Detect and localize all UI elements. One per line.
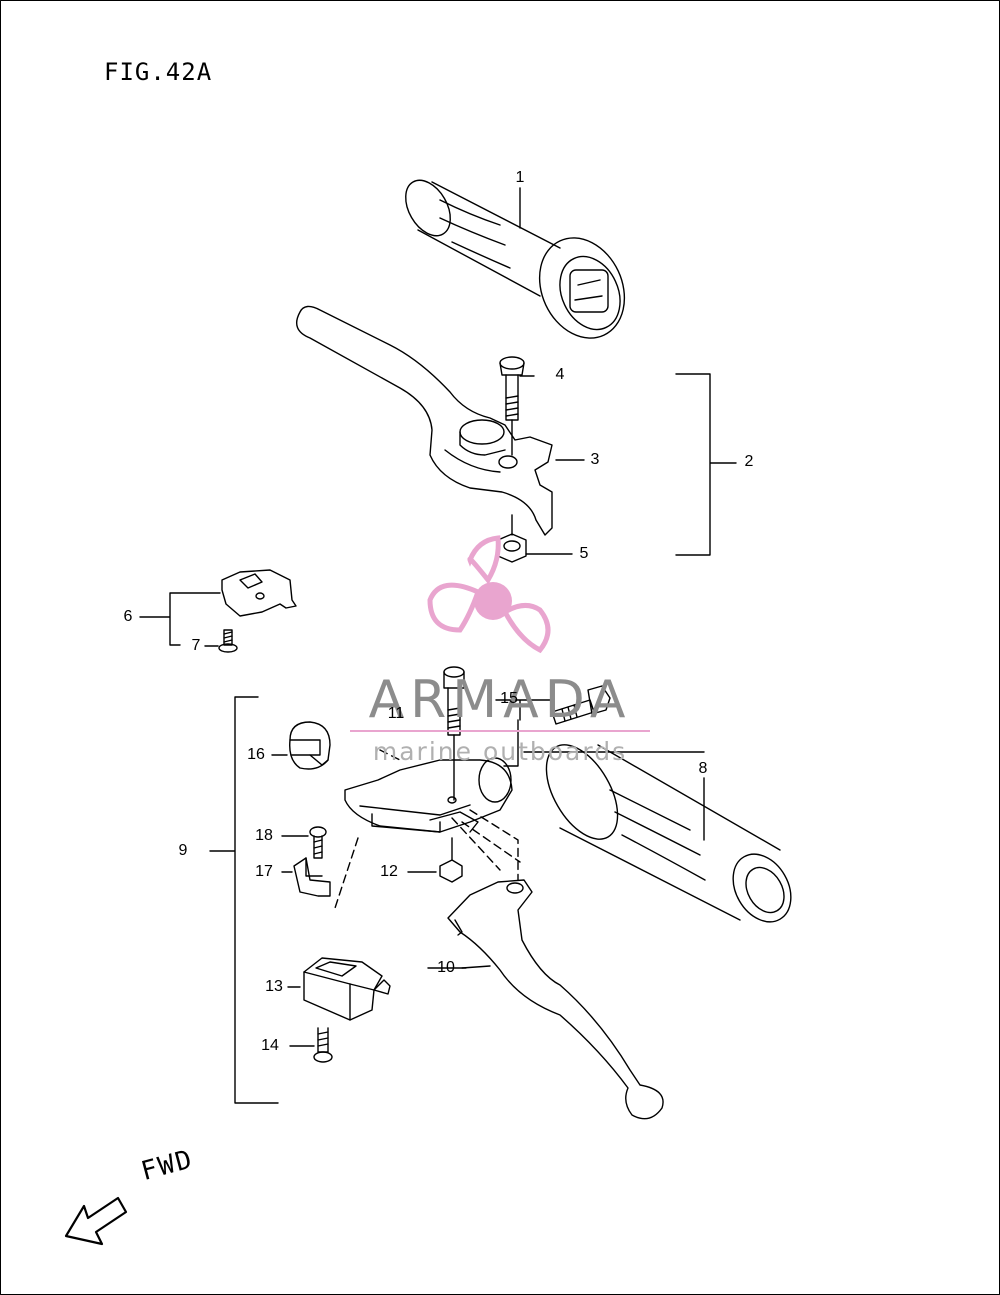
- callout-16: 16: [247, 746, 265, 763]
- group-bracket-6: [139, 592, 221, 646]
- callout-11: 11: [387, 705, 405, 722]
- grip-left-part: [545, 744, 792, 923]
- watermark-tagline: marine outboards: [372, 737, 628, 766]
- bolt-11: [443, 666, 465, 801]
- callout-3: 3: [590, 451, 600, 468]
- nut-part: [497, 533, 527, 563]
- callout-5: 5: [579, 545, 589, 562]
- small-screw-7: [204, 629, 238, 653]
- screw-18: [281, 826, 327, 859]
- forward-arrow-icon: [64, 1196, 128, 1246]
- callout-12: 12: [380, 863, 398, 880]
- cover-16: [271, 721, 331, 770]
- callout-13: 13: [265, 978, 283, 995]
- switch-13: [287, 957, 391, 1021]
- grip-right-part: [405, 179, 626, 339]
- callout-6: 6: [123, 608, 133, 625]
- callout-8: 8: [698, 760, 708, 777]
- group-bracket-2: [675, 373, 737, 556]
- group-bracket-9: [209, 696, 279, 1104]
- lever-holder-part: [344, 757, 513, 833]
- brake-lever-part: [296, 305, 553, 536]
- callout-2: 2: [744, 453, 754, 470]
- callout-14: 14: [261, 1037, 279, 1054]
- clip-17: [281, 857, 331, 897]
- callout-18: 18: [255, 827, 273, 844]
- pivot-bolt-part: [499, 356, 525, 456]
- bolt-15: [503, 685, 611, 767]
- watermark-propeller-icon: [427, 535, 551, 654]
- watermark-brand: ARMADA: [368, 670, 632, 730]
- nut-12: [407, 837, 463, 883]
- callout-7: 7: [191, 637, 201, 654]
- figure-title: FIG.42A: [104, 58, 213, 86]
- watermark-divider: [350, 730, 650, 732]
- clutch-lever-part: [447, 879, 664, 1120]
- switch-housing-part: [221, 569, 297, 617]
- screw-14: [289, 1027, 333, 1063]
- callout-15: 15: [500, 690, 518, 707]
- callout-10: 10: [437, 959, 455, 976]
- callout-9: 9: [178, 842, 188, 859]
- callout-1: 1: [515, 169, 525, 186]
- callout-4: 4: [555, 366, 565, 383]
- callout-17: 17: [255, 863, 273, 880]
